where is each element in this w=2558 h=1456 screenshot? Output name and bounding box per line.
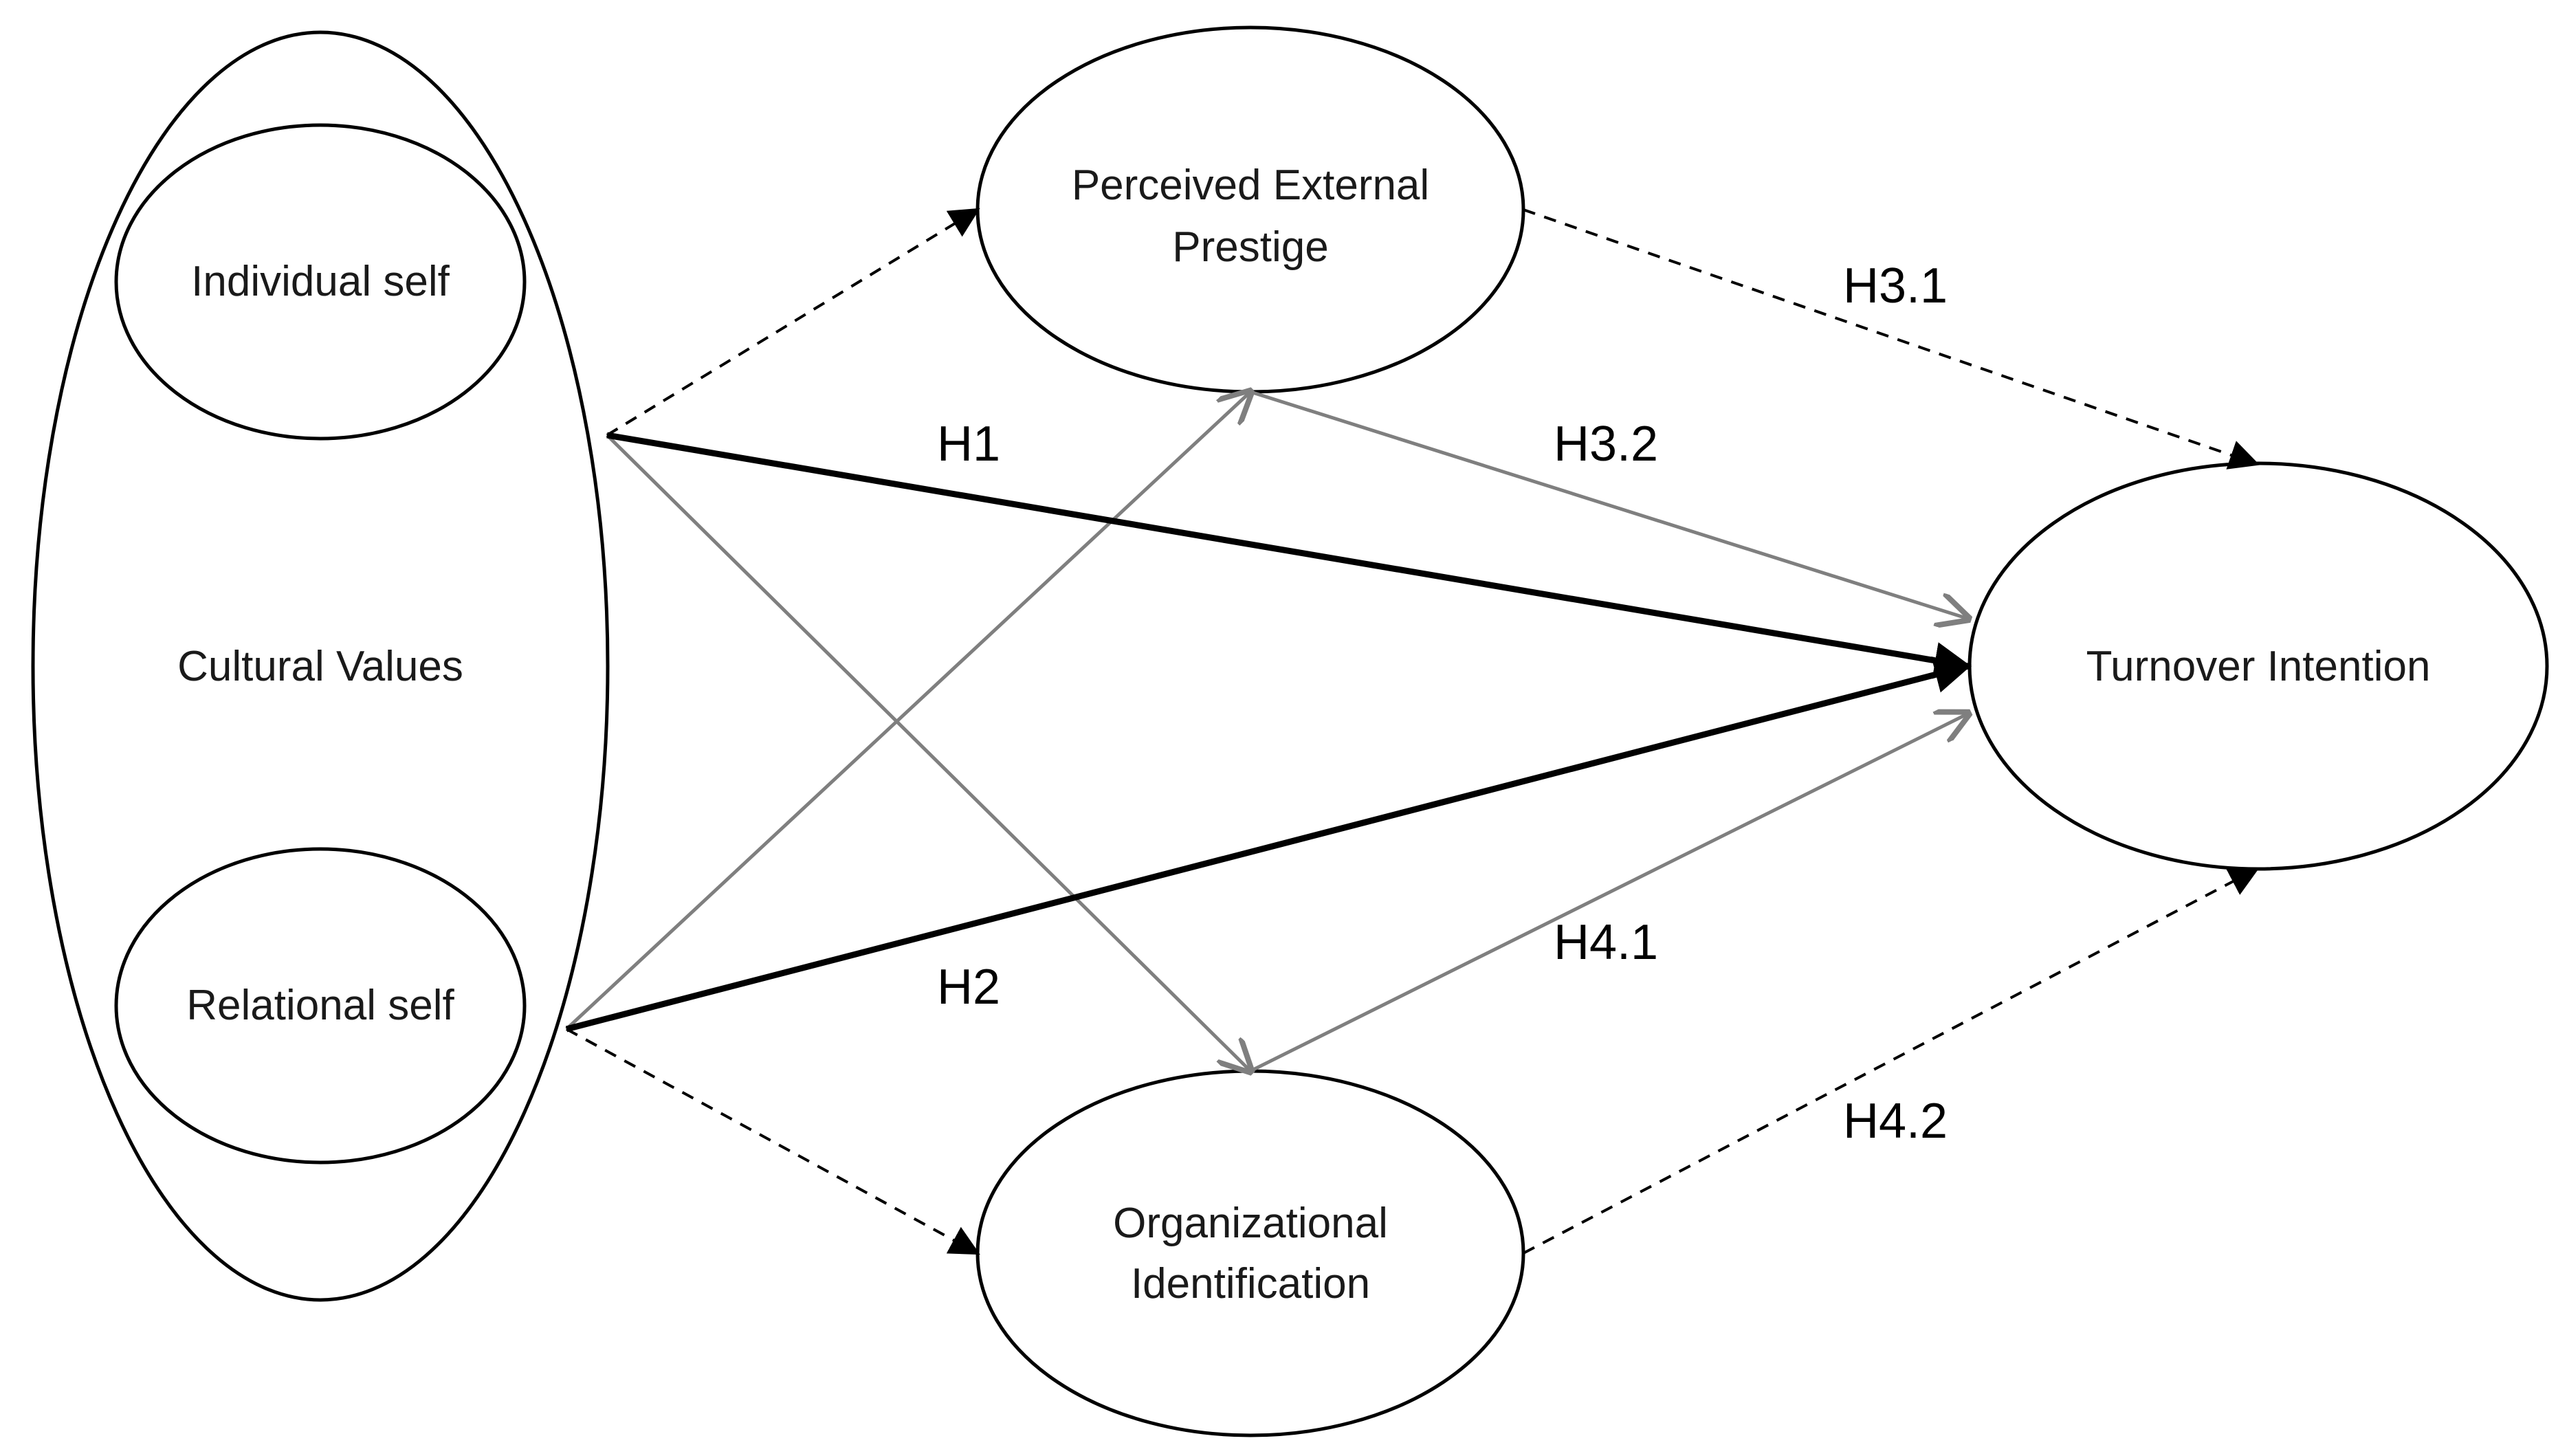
edge-relational-to-prestige xyxy=(565,392,1250,1030)
individual-self-node xyxy=(114,123,527,441)
perceived-external-prestige-node xyxy=(975,25,1525,394)
relational-self-node xyxy=(114,847,527,1165)
hypothesis-h4-2-label: H4.2 xyxy=(1843,1094,1948,1149)
edge-cultural-to-identification-gray xyxy=(606,434,1250,1071)
hypothesis-h4-1-label: H4.1 xyxy=(1554,915,1658,970)
edge-cultural-to-identification xyxy=(566,1028,980,1255)
organizational-identification-label-line-1: Organizational xyxy=(1113,1200,1388,1247)
perceived-external-prestige-label-line-1: Perceived External xyxy=(1072,162,1429,209)
hypothesis-h2-label: H2 xyxy=(937,960,1000,1015)
edge-h2-relational-to-turnover xyxy=(565,657,1972,1033)
edge-identification-to-turnover xyxy=(1523,867,2260,1255)
hypothesis-h1-label: H1 xyxy=(937,417,1000,472)
relational-self-label: Relational self xyxy=(186,982,454,1029)
turnover-intention-label: Turnover Intention xyxy=(2086,643,2431,690)
edge-h1-cultural-to-turnover xyxy=(606,432,1972,679)
hypothesis-h3-2-label: H3.2 xyxy=(1554,417,1658,472)
edge-identification-to-turnover-gray xyxy=(1249,714,1968,1073)
edge-prestige-to-turnover-gray xyxy=(1250,390,1968,619)
cultural-values-label: Cultural Values xyxy=(177,643,463,690)
edge-cultural-to-prestige xyxy=(606,208,980,437)
edge-prestige-to-turnover xyxy=(1523,208,2260,470)
hypothesis-h3-1-label: H3.1 xyxy=(1843,258,1948,313)
individual-self-label: Individual self xyxy=(191,258,450,305)
organizational-identification-node xyxy=(975,1069,1525,1437)
organizational-identification-label-line-2: Identification xyxy=(1131,1260,1370,1308)
perceived-external-prestige-label-line-2: Prestige xyxy=(1172,223,1328,271)
